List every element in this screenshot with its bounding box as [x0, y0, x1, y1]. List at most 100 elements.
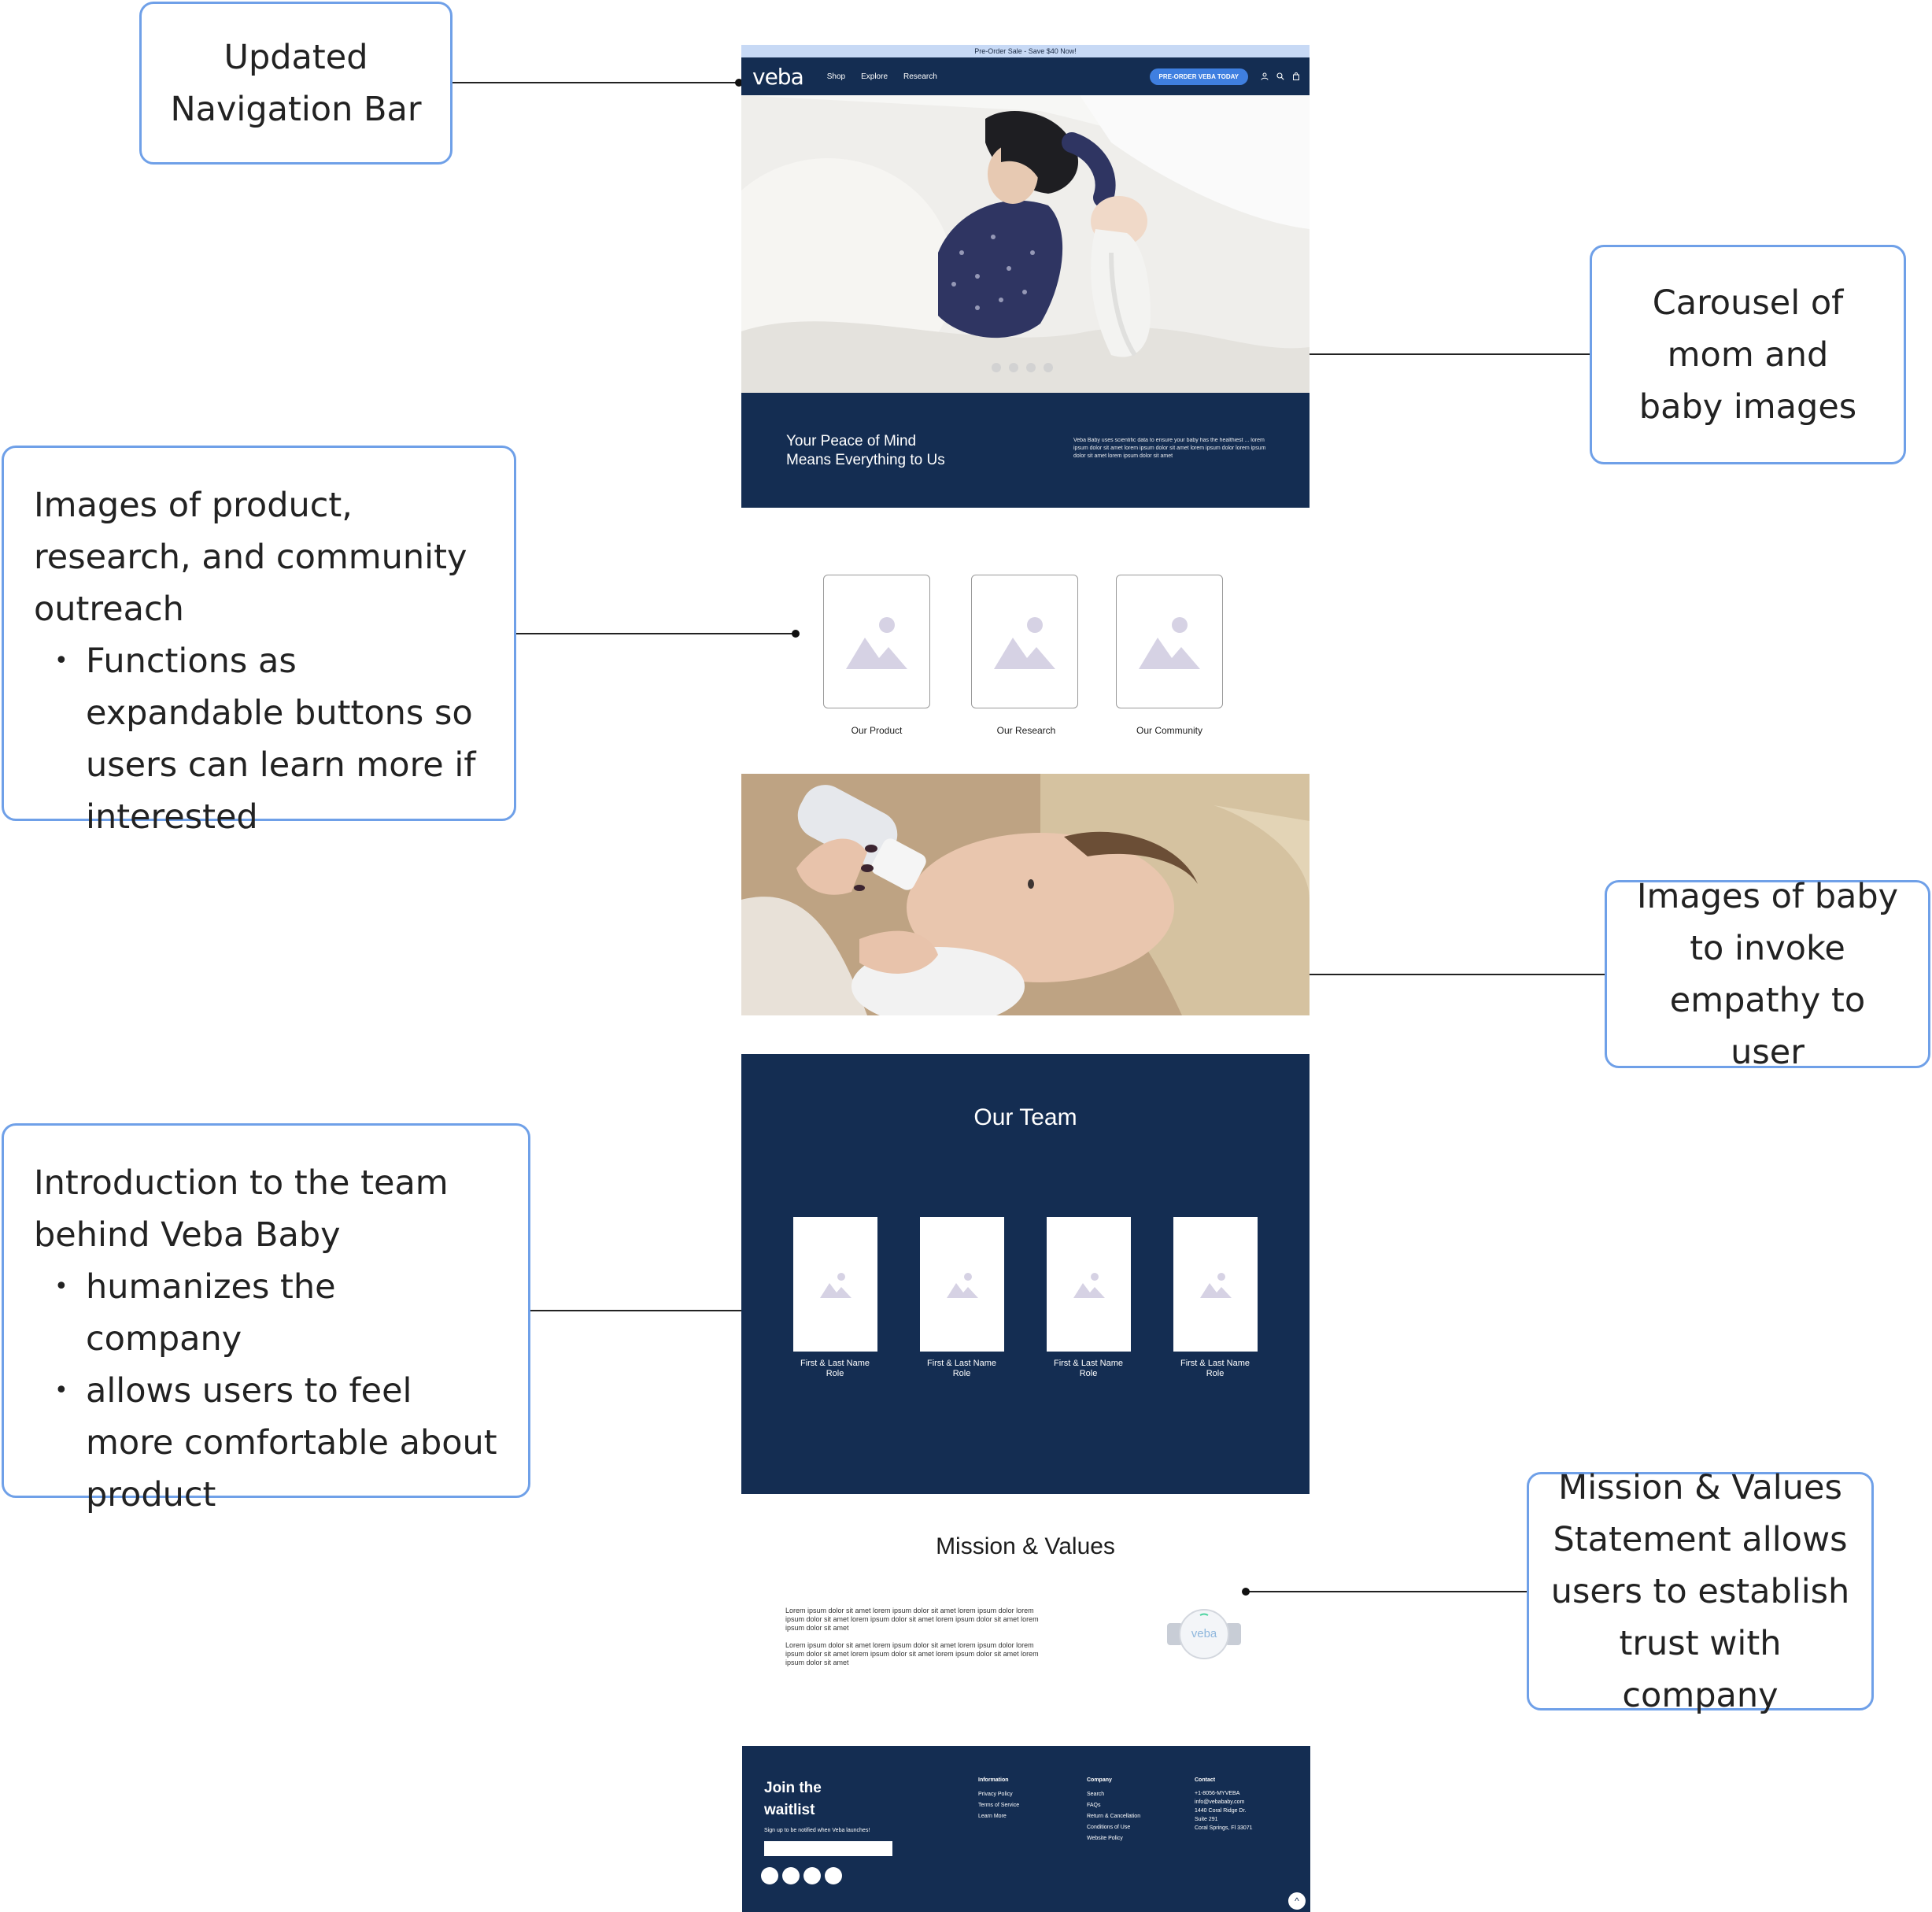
footer-link[interactable]: Privacy Policy — [978, 1792, 1013, 1797]
footer-company-column: Company Search FAQs Return & Cancellatio… — [1087, 1777, 1140, 1844]
hero-banner-text: Veba Baby uses scientific data to ensure… — [1073, 438, 1266, 459]
our-community-card[interactable] — [1116, 575, 1223, 708]
footer-link[interactable]: Website Policy — [1087, 1836, 1123, 1841]
our-research-card[interactable] — [971, 575, 1078, 708]
team-member-card[interactable] — [920, 1217, 1004, 1352]
footer-heading: Contact — [1195, 1777, 1216, 1783]
footer-heading: Company — [1087, 1777, 1112, 1783]
our-community-label: Our Community — [1136, 725, 1203, 736]
leader-line — [516, 633, 796, 634]
join-waitlist-title: Join the waitlist — [764, 1777, 822, 1821]
team-member-caption: First & Last Name Role — [780, 1359, 890, 1379]
callout-mission: Mission & Values Statement allows users … — [1527, 1468, 1874, 1715]
hero-banner: Your Peace of Mind Means Everything to U… — [741, 393, 1310, 508]
callout-navigation-bar: Updated Navigation Bar — [139, 2, 453, 165]
team-member-card[interactable] — [1047, 1217, 1131, 1352]
callout-title: Images of product, research, and communi… — [34, 486, 467, 629]
callout-team: Introduction to the team behind Veba Bab… — [2, 1123, 530, 1514]
image-placeholder-icon — [846, 617, 907, 669]
leader-dot — [1242, 1588, 1250, 1596]
team-member-card[interactable] — [1173, 1217, 1258, 1352]
our-product-label: Our Product — [851, 725, 903, 736]
leader-line — [1247, 1591, 1527, 1592]
team-member-role: Role — [826, 1369, 844, 1378]
footer-heading: Information — [978, 1777, 1009, 1783]
waitlist-email-input[interactable] — [764, 1841, 892, 1856]
chevron-up-icon: ^ — [1295, 1895, 1299, 1906]
contact-phone[interactable]: +1-8056-MYVEBA — [1195, 1791, 1240, 1796]
callout-bullet: humanizes the company — [54, 1261, 498, 1365]
carousel-dot[interactable] — [1044, 363, 1053, 372]
leader-line — [530, 1310, 770, 1311]
join-waitlist-line2: waitlist — [764, 1802, 815, 1818]
back-to-top-button[interactable]: ^ — [1288, 1892, 1306, 1910]
contact-address-line: 1440 Coral Ridge Dr. — [1195, 1808, 1247, 1814]
cart-icon[interactable] — [1291, 71, 1302, 82]
nav-link-shop[interactable]: Shop — [826, 72, 846, 81]
hero-banner-title-line1: Your Peace of Mind — [786, 433, 917, 449]
carousel-dot[interactable] — [1009, 363, 1018, 372]
mom-and-baby-image — [741, 95, 1310, 393]
team-member-caption: First & Last Name Role — [1033, 1359, 1143, 1379]
mission-values-title: Mission & Values — [936, 1533, 1115, 1559]
preorder-button[interactable]: PRE-ORDER VEBA TODAY — [1149, 68, 1248, 85]
contact-address-line: Suite 291 — [1195, 1817, 1218, 1822]
image-placeholder-icon — [946, 1272, 978, 1298]
leader-line — [1247, 974, 1605, 975]
hero-banner-title-line2: Means Everything to Us — [786, 452, 945, 468]
leader-line — [1247, 353, 1590, 355]
baby-feeding-image — [741, 774, 1310, 1015]
social-icon[interactable] — [825, 1867, 842, 1884]
footer-contact-column: Contact +1-8056-MYVEBA info@vebababy.com… — [1195, 1777, 1253, 1832]
callout-bullet: allows users to feel more comfortable ab… — [54, 1365, 498, 1521]
nav-link-explore[interactable]: Explore — [861, 72, 888, 81]
join-waitlist-subtitle: Sign up to be notified when Veba launche… — [764, 1828, 870, 1833]
team-member-name: First & Last Name — [1053, 1359, 1124, 1368]
hero-carousel[interactable] — [741, 95, 1310, 393]
contact-address-line: Coral Springs, Fl 33071 — [1195, 1825, 1253, 1831]
footer-link[interactable]: Terms of Service — [978, 1803, 1020, 1808]
team-member-name: First & Last Name — [1180, 1359, 1250, 1368]
leader-line — [453, 82, 739, 83]
footer-link[interactable]: Search — [1087, 1792, 1105, 1797]
callout-product-images: Images of product, research, and communi… — [2, 446, 516, 837]
our-team-section: Our Team First & Last Name Role First & … — [741, 1054, 1310, 1494]
callout-text: Mission & Values Statement allows users … — [1550, 1467, 1850, 1715]
footer-link[interactable]: Learn More — [978, 1814, 1007, 1819]
mission-paragraph: Lorem ipsum dolor sit amet lorem ipsum d… — [785, 1607, 1039, 1632]
team-member-caption: First & Last Name Role — [1160, 1359, 1270, 1379]
team-member-card[interactable] — [793, 1217, 877, 1352]
social-links — [761, 1867, 842, 1884]
callout-baby-image: Images of baby to invoke empathy to user — [1605, 877, 1930, 1072]
our-product-card[interactable] — [823, 575, 930, 708]
footer-link[interactable]: Return & Cancellation — [1087, 1814, 1141, 1819]
veba-device-icon — [1167, 1609, 1241, 1659]
contact-email[interactable]: info@vebababy.com — [1195, 1799, 1245, 1805]
social-icon[interactable] — [761, 1867, 778, 1884]
account-icon[interactable] — [1259, 71, 1270, 82]
callout-carousel: Carousel of mom and baby images — [1590, 245, 1906, 464]
callout-text: Carousel of mom and baby images — [1638, 283, 1857, 427]
footer-link[interactable]: Conditions of Use — [1087, 1825, 1131, 1830]
veba-logo[interactable]: veba — [752, 63, 804, 90]
carousel-dot[interactable] — [992, 363, 1001, 372]
footer-link[interactable]: FAQs — [1087, 1803, 1101, 1808]
nav-link-research[interactable]: Research — [903, 72, 937, 81]
team-member-name: First & Last Name — [800, 1359, 870, 1368]
leader-dot — [735, 79, 743, 87]
social-icon[interactable] — [803, 1867, 821, 1884]
team-member-name: First & Last Name — [926, 1359, 997, 1368]
hero-banner-title: Your Peace of Mind Means Everything to U… — [786, 432, 945, 470]
our-research-label: Our Research — [996, 725, 1056, 736]
join-waitlist-line1: Join the — [764, 1780, 822, 1796]
search-icon[interactable] — [1275, 71, 1286, 82]
image-placeholder-icon — [1199, 1272, 1232, 1298]
image-placeholder-icon — [819, 1272, 851, 1298]
team-member-role: Role — [1206, 1369, 1225, 1378]
our-team-title: Our Team — [973, 1104, 1077, 1130]
team-member-role: Role — [1079, 1369, 1098, 1378]
image-placeholder-icon — [1139, 617, 1200, 669]
mission-paragraph: Lorem ipsum dolor sit amet lorem ipsum d… — [785, 1641, 1039, 1666]
carousel-dot[interactable] — [1026, 363, 1036, 372]
social-icon[interactable] — [782, 1867, 800, 1884]
